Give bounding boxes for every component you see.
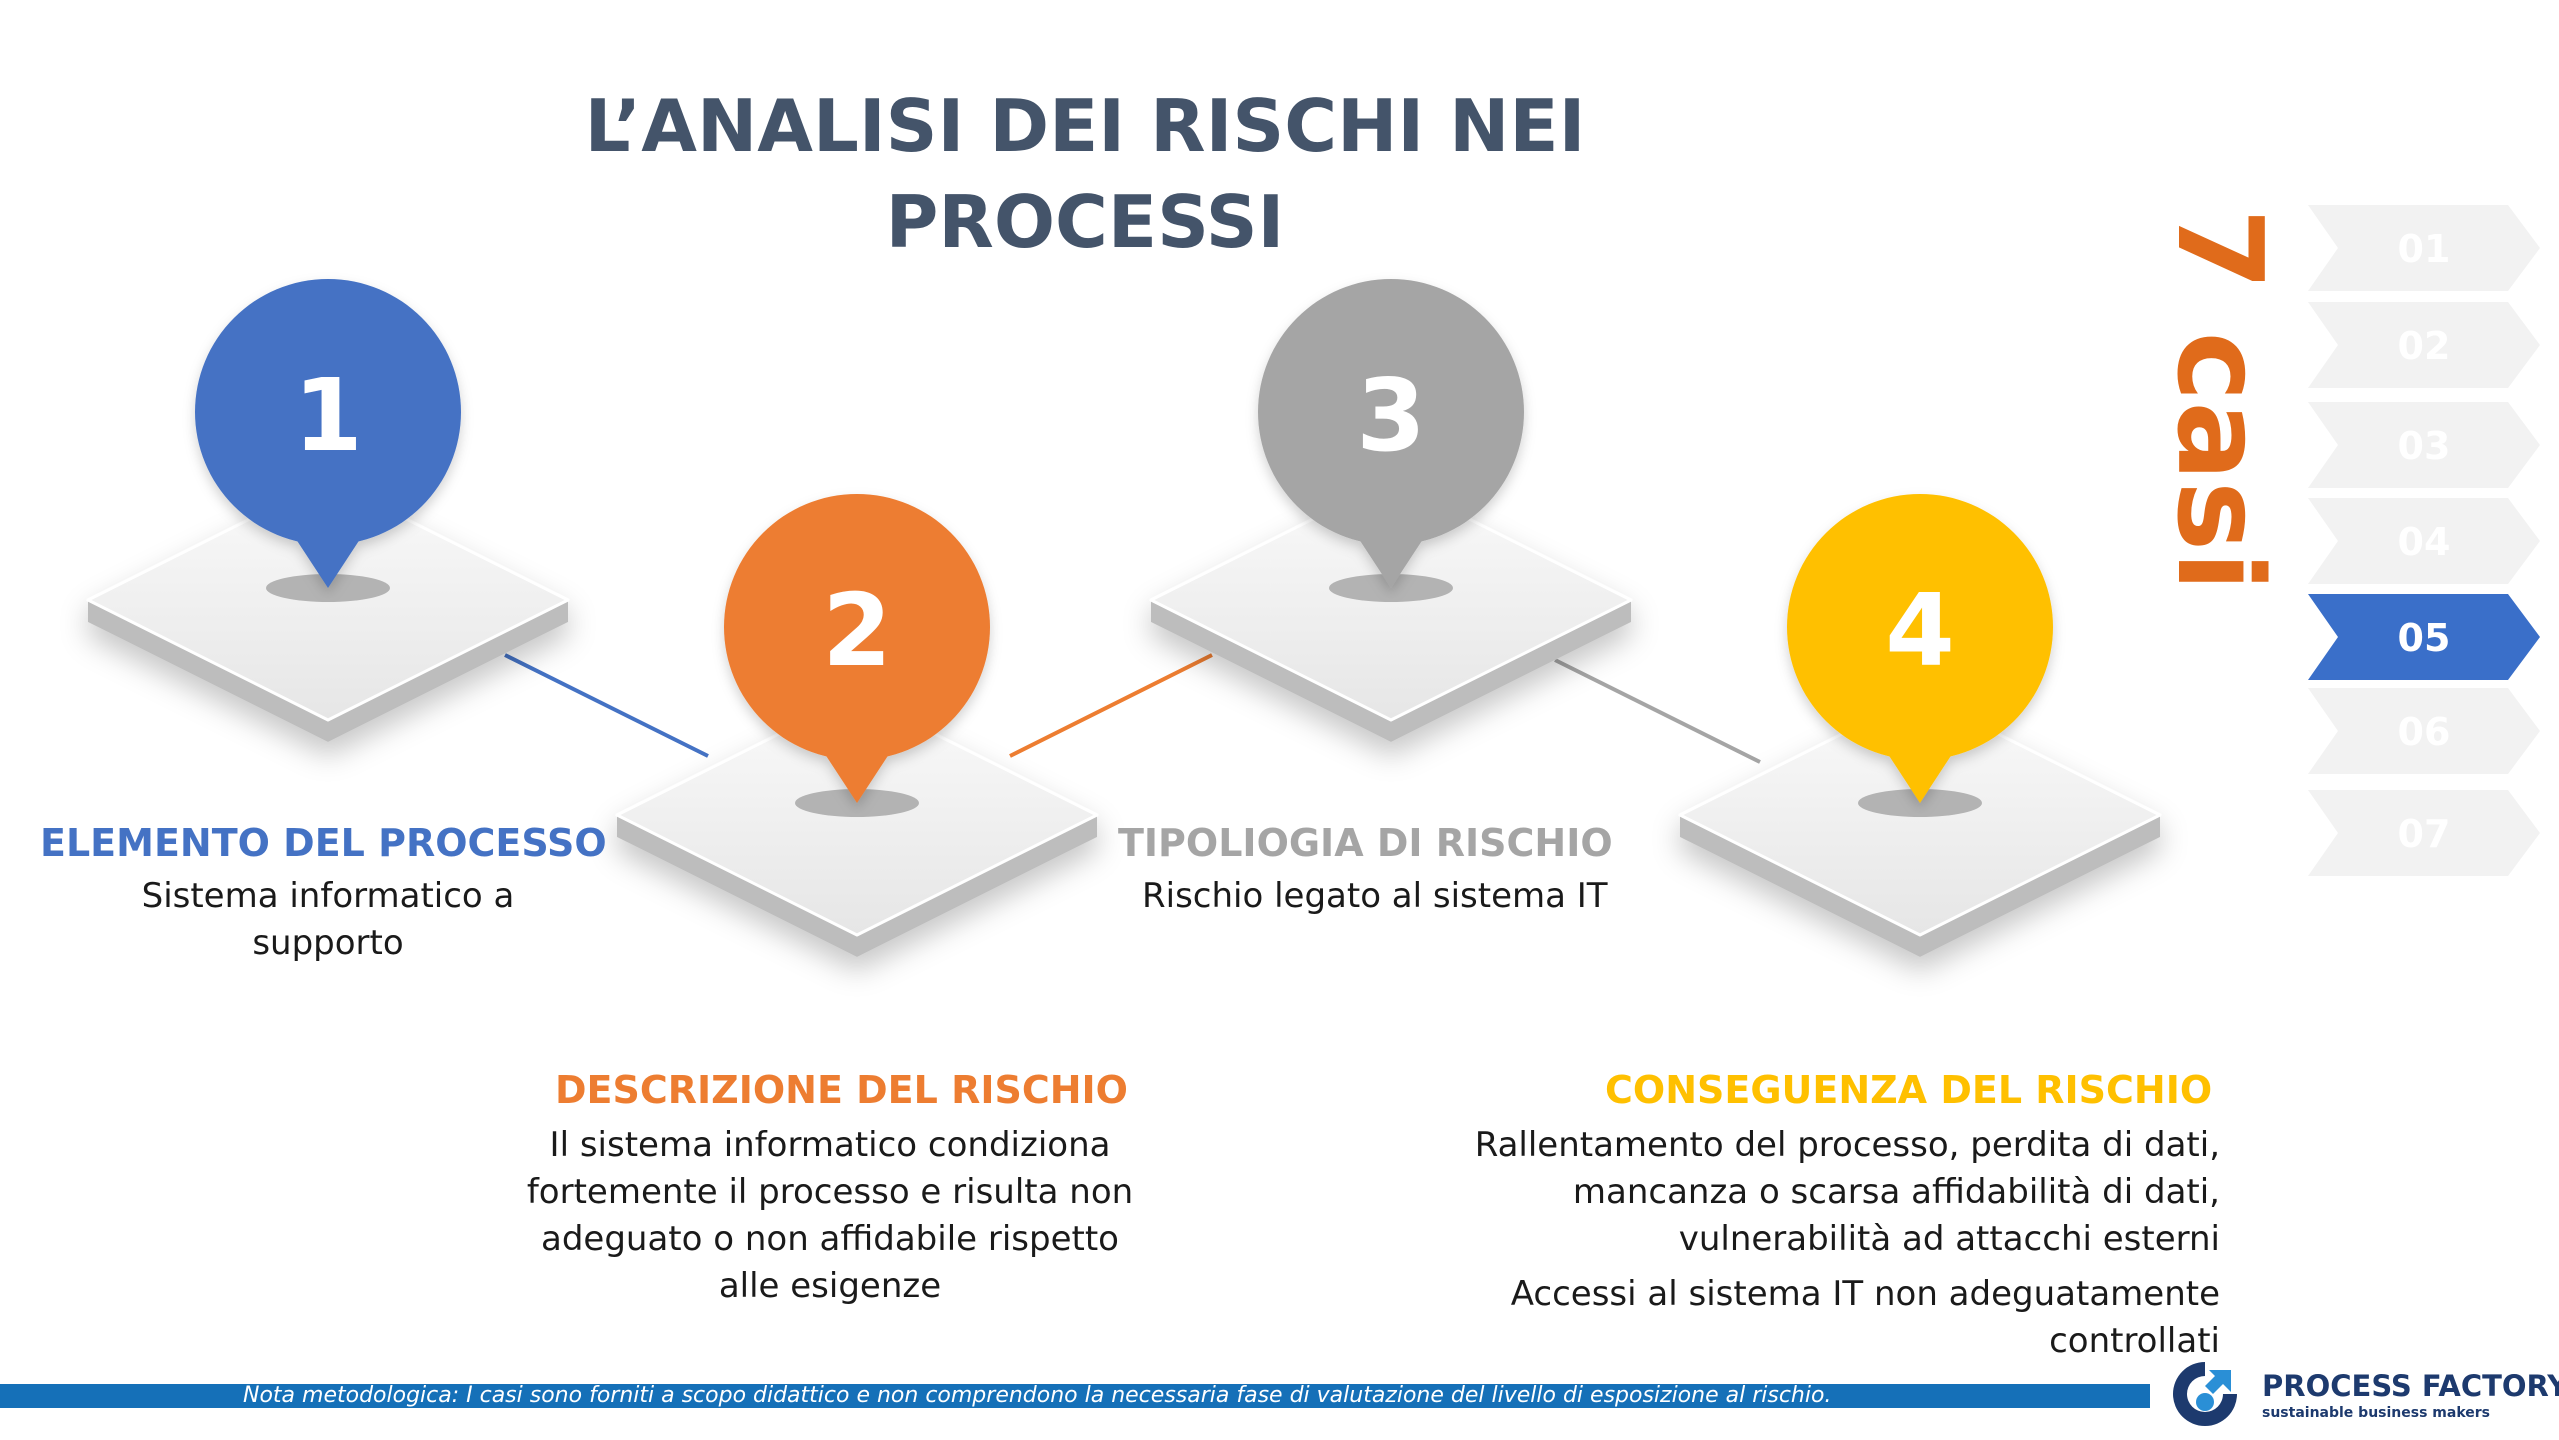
step-3-description: Rischio legato al sistema IT <box>1142 873 1702 920</box>
case-tab-04-label: 04 <box>2398 520 2451 564</box>
case-tab-02-label: 02 <box>2398 324 2451 368</box>
step-2-description: Il sistema informatico condiziona fortem… <box>520 1122 1140 1310</box>
case-tab-02[interactable]: 02 <box>2308 302 2540 388</box>
case-tab-07[interactable]: 07 <box>2308 790 2540 876</box>
case-tab-01[interactable]: 01 <box>2308 205 2540 291</box>
step-4-description-text-1: Rallentamento del processo, perdita di d… <box>1474 1125 2220 1259</box>
case-tab-06-shape <box>2308 688 2540 774</box>
step-3-heading: TIPOLIOGIA DI RISCHIO <box>1118 821 1613 865</box>
step-4-description: Rallentamento del processo, perdita di d… <box>1470 1122 2220 1365</box>
case-tab-04[interactable]: 04 <box>2308 498 2540 584</box>
slide-title-line-2: PROCESSI <box>885 180 1285 264</box>
process-factory-logo-icon <box>2173 1362 2237 1426</box>
step-4-pin-marker <box>1787 494 2053 803</box>
footer-bar <box>0 1384 2150 1408</box>
case-tab-05-shape <box>2308 594 2540 680</box>
step-1-pin-tail <box>290 530 366 588</box>
case-tab-07-shape <box>2308 790 2540 876</box>
step-4-description-text-2: Accessi al sistema IT non adeguatamente … <box>1510 1274 2220 1361</box>
case-tab-03-label: 03 <box>2398 424 2451 468</box>
step-2-heading: DESCRIZIONE DEL RISCHIO <box>555 1068 1128 1112</box>
step-2-pin-tail <box>819 745 895 803</box>
step-3-number: 3 <box>1356 357 1426 474</box>
case-tab-02-shape <box>2308 302 2540 388</box>
case-tab-01-label: 01 <box>2398 227 2451 271</box>
step-2-pin-marker <box>724 494 990 803</box>
step-4-number: 4 <box>1885 572 1955 689</box>
platform-tile-3 <box>1149 478 1633 742</box>
step-4-heading: CONSEGUENZA DEL RISCHIO <box>1605 1068 2213 1112</box>
case-tab-05-label: 05 <box>2398 616 2451 660</box>
step-4-pin-circle <box>1787 494 2053 760</box>
connector-1-2 <box>504 653 709 758</box>
step-2-description-text: Il sistema informatico condiziona fortem… <box>526 1125 1134 1306</box>
case-tab-07-label: 07 <box>2398 812 2451 856</box>
step-1-heading: ELEMENTO DEL PROCESSO <box>40 821 607 865</box>
platform-tile-1 <box>86 478 570 742</box>
slide-title-line-1: L’ANALISI DEI RISCHI NEI <box>584 84 1586 168</box>
cases-count-label-text: 7 casi <box>2151 208 2289 592</box>
case-tab-01-shape <box>2308 205 2540 291</box>
connector-3-4 <box>1554 658 1761 764</box>
methodological-note: Nota metodologica: I casi sono forniti a… <box>243 1383 1832 1408</box>
step-1-pin-marker <box>195 279 461 588</box>
case-nav: 01 02 03 04 05 06 <box>2308 205 2540 876</box>
step-4-pin-tail <box>1882 745 1958 803</box>
step-1-description-text: Sistema informatico a supporto <box>141 876 515 963</box>
step-2-pin-circle <box>724 494 990 760</box>
connector-2-3 <box>1009 653 1213 758</box>
step-3-pin-tail <box>1353 530 1429 588</box>
step-3-pin-circle <box>1258 279 1524 545</box>
case-tab-04-shape <box>2308 498 2540 584</box>
slide-title: L’ANALISI DEI RISCHI NEI PROCESSI <box>385 78 1785 270</box>
step-1-pin-circle <box>195 279 461 545</box>
logo-name: PROCESS FACTORY <box>2262 1369 2559 1403</box>
case-tab-06-label: 06 <box>2398 710 2451 754</box>
step-2-number: 2 <box>822 572 892 689</box>
cases-count-label: 7 casi <box>2151 200 2289 600</box>
step-1-number: 1 <box>293 357 363 474</box>
case-tab-03[interactable]: 03 <box>2308 402 2540 488</box>
step-3-description-text: Rischio legato al sistema IT <box>1142 876 1608 916</box>
case-tab-03-shape <box>2308 402 2540 488</box>
logo-tagline: sustainable business makers <box>2262 1405 2490 1421</box>
case-tab-06[interactable]: 06 <box>2308 688 2540 774</box>
step-1-description: Sistema informatico a supporto <box>123 873 533 967</box>
step-3-pin-marker <box>1258 279 1524 588</box>
case-tab-05[interactable]: 05 <box>2308 594 2540 680</box>
